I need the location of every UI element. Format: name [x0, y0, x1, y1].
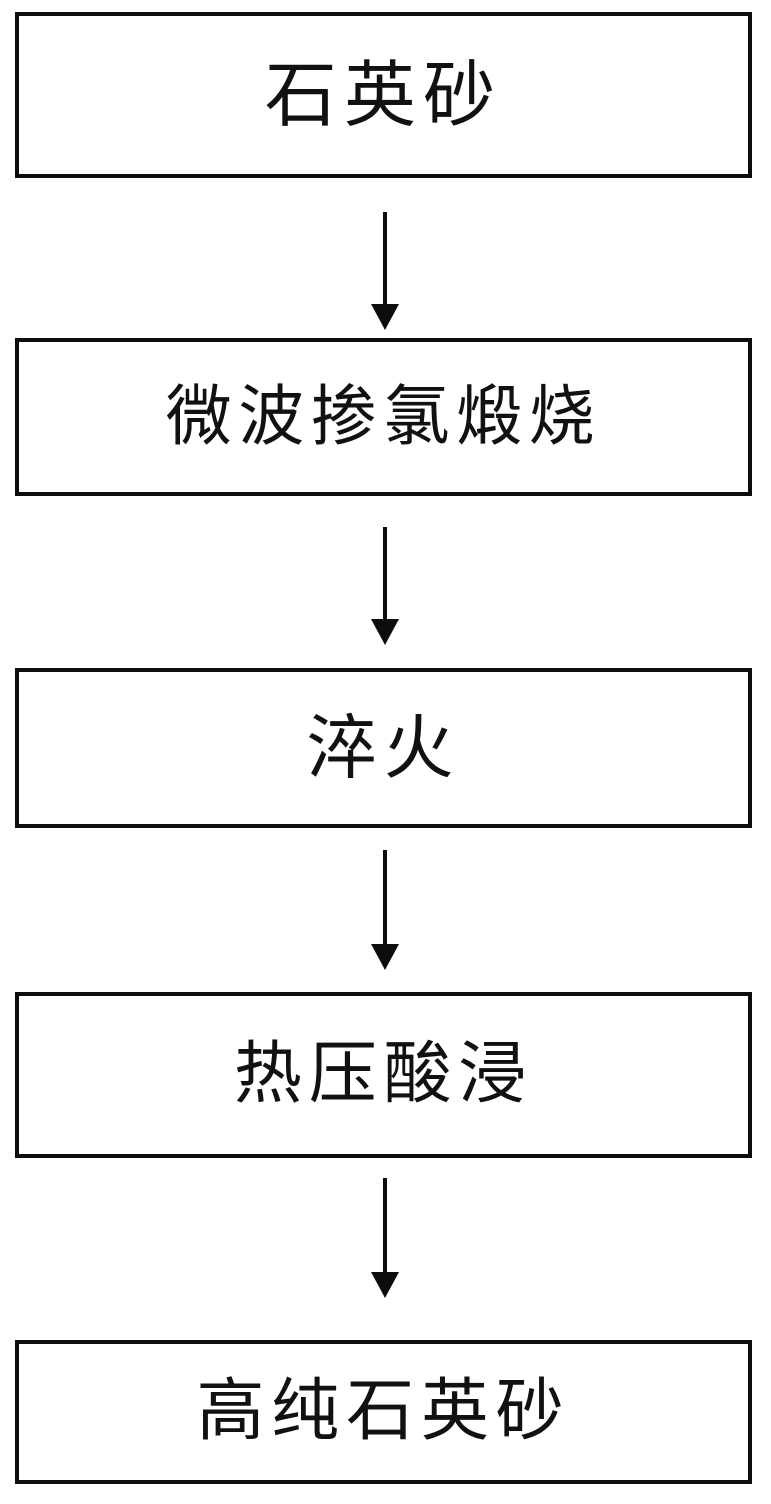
- arrow-shaft: [383, 1178, 387, 1272]
- down-arrow-icon: [371, 527, 399, 645]
- arrow-shaft: [383, 850, 387, 944]
- down-arrow-icon: [371, 850, 399, 970]
- flowchart-node-microwave-chlorine-calcination: 微波掺氯煅烧: [15, 338, 752, 496]
- node-label: 高纯石英砂: [196, 1372, 571, 1451]
- flowchart-node-quartz-sand: 石英砂: [15, 12, 752, 178]
- node-label: 石英砂: [264, 53, 503, 137]
- node-label: 淬火: [306, 707, 461, 789]
- arrow-shaft: [383, 212, 387, 304]
- down-arrow-icon: [371, 1178, 399, 1298]
- arrow-head: [371, 619, 399, 645]
- arrow-head: [371, 944, 399, 970]
- flowchart-node-hot-pressure-acid-leaching: 热压酸浸: [15, 992, 752, 1158]
- flowchart-node-high-purity-quartz-sand: 高纯石英砂: [15, 1340, 752, 1484]
- down-arrow-icon: [371, 212, 399, 330]
- arrow-head: [371, 1272, 399, 1298]
- node-label: 热压酸浸: [233, 1035, 534, 1114]
- arrow-shaft: [383, 527, 387, 619]
- arrow-head: [371, 304, 399, 330]
- flowchart-node-quenching: 淬火: [15, 668, 752, 828]
- node-label: 微波掺氯煅烧: [165, 378, 602, 455]
